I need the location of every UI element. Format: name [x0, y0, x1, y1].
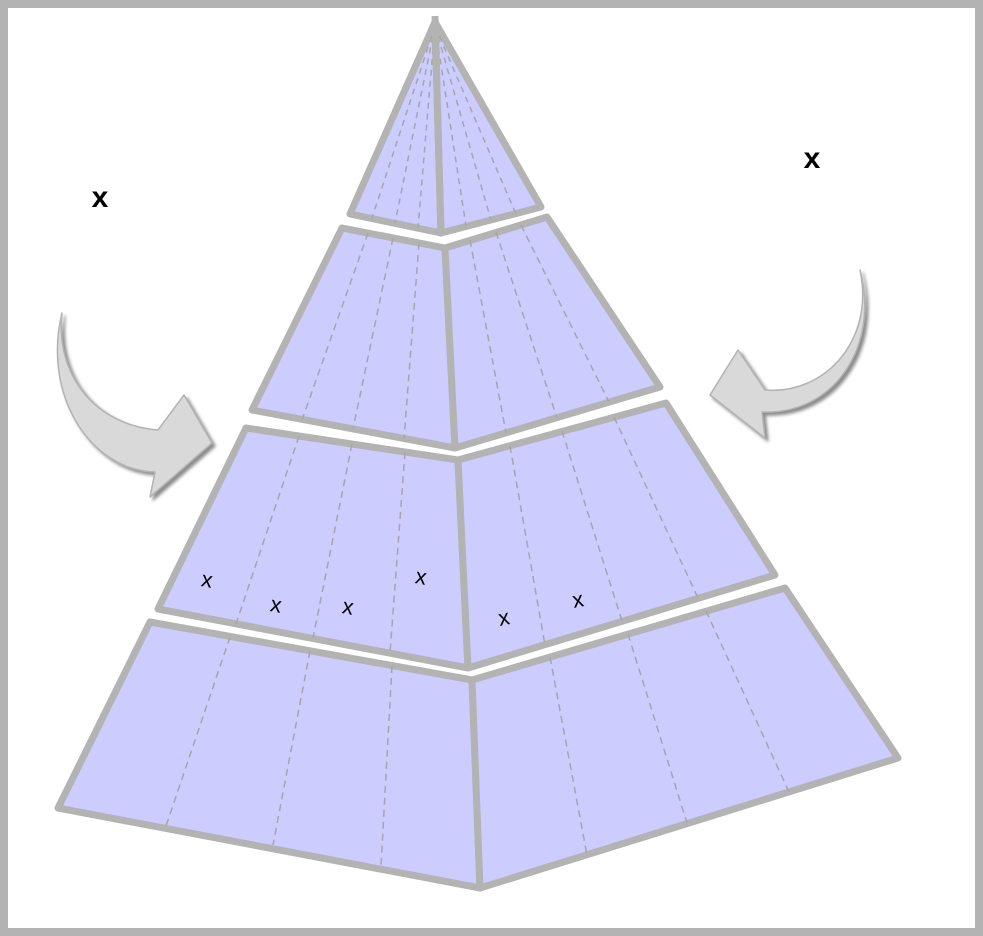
left-curved-arrow-icon — [57, 313, 212, 497]
left-marker-label: x — [92, 181, 109, 214]
tier-4-left-face — [58, 622, 480, 888]
pyramid-tier-1 — [350, 16, 541, 233]
tier-1-left-face — [350, 22, 441, 233]
pyramid-tier-2 — [252, 217, 660, 448]
tier-2-left-face — [252, 228, 455, 448]
right-marker-label: x — [804, 142, 821, 175]
right-curved-arrow-icon — [710, 270, 865, 438]
